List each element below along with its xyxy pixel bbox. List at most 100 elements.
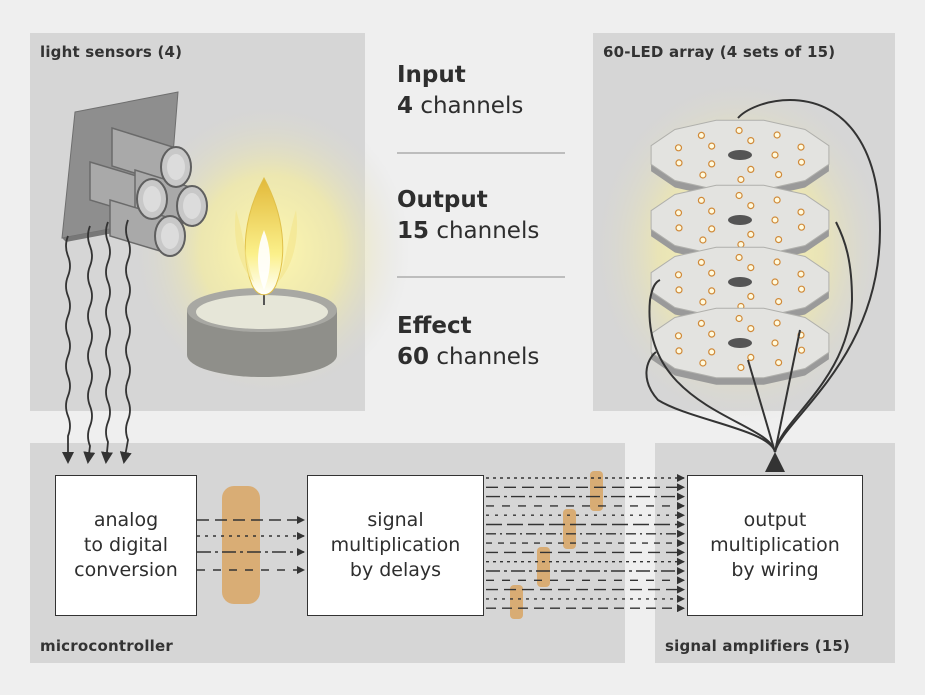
led: [797, 223, 806, 231]
led: [699, 359, 707, 367]
led: [774, 359, 783, 367]
led: [747, 325, 755, 333]
led: [735, 314, 743, 323]
sensors-panel-label: light sensors (4): [40, 43, 183, 61]
led: [797, 346, 806, 354]
delay-to-wiring-signals: [486, 474, 685, 613]
led: [797, 143, 805, 151]
led: [675, 224, 683, 232]
led: [737, 175, 745, 184]
led: [735, 126, 743, 135]
stat-input: Input 4 channels: [397, 60, 523, 122]
led: [697, 131, 706, 139]
led: [708, 207, 716, 215]
adc-to-delay-signals: [197, 516, 305, 574]
led: [699, 298, 707, 306]
stat-value: 60 channels: [397, 341, 539, 373]
led: [774, 298, 783, 306]
stat-value: 15 channels: [397, 215, 539, 247]
led-board-chip: [728, 338, 752, 348]
wiring-box: output multiplication by wiring: [687, 475, 863, 616]
stat-output: Output 15 channels: [397, 185, 539, 247]
led: [697, 319, 706, 327]
led: [697, 258, 706, 266]
delay-box: signal multiplication by delays: [307, 475, 484, 616]
microcontroller-panel-label: microcontroller: [40, 637, 173, 655]
led: [735, 191, 743, 200]
led: [747, 230, 755, 238]
candle-illustration: [130, 100, 410, 400]
led-board-chip: [728, 277, 752, 287]
led: [771, 278, 779, 286]
led: [773, 196, 781, 204]
adc-box: analog to digital conversion: [55, 475, 197, 616]
stat-number: 4: [397, 93, 414, 119]
amplifier-wires: [645, 98, 882, 472]
led: [674, 271, 683, 279]
stat-unit: channels: [420, 93, 524, 119]
led: [674, 209, 683, 217]
stat-unit: channels: [436, 218, 540, 244]
led: [708, 287, 716, 295]
divider: [397, 152, 565, 154]
led: [747, 353, 755, 361]
stat-title: Output: [397, 187, 488, 213]
led: [797, 208, 805, 216]
led: [747, 137, 755, 145]
led: [771, 339, 779, 347]
led: [674, 332, 683, 340]
stat-number: 15: [397, 218, 430, 244]
led: [699, 171, 707, 179]
wiring-line: by wiring: [731, 559, 819, 581]
led-board-chip: [728, 150, 752, 160]
led: [773, 319, 781, 327]
led: [747, 264, 755, 272]
wiring-line: multiplication: [710, 534, 840, 556]
adc-line: conversion: [74, 559, 178, 581]
divider: [397, 276, 565, 278]
led: [674, 144, 683, 152]
led: [774, 236, 783, 244]
led: [774, 171, 783, 179]
led: [797, 158, 806, 166]
adc-line: analog: [93, 509, 159, 531]
stat-title: Input: [397, 62, 466, 88]
led: [675, 159, 683, 167]
delay-line: signal: [367, 509, 424, 531]
led: [708, 348, 716, 356]
led: [747, 202, 755, 210]
led: [735, 253, 743, 262]
stat-unit: channels: [436, 344, 540, 370]
led: [675, 286, 683, 294]
stat-effect: Effect 60 channels: [397, 311, 539, 373]
led: [708, 269, 716, 277]
stat-number: 60: [397, 344, 430, 370]
wiring-line: output: [743, 509, 807, 531]
led: [771, 216, 779, 224]
led: [773, 131, 781, 139]
led: [797, 285, 806, 293]
led: [708, 225, 716, 233]
led: [708, 160, 716, 168]
channel-highlights: [222, 471, 603, 619]
adc-line: to digital: [83, 534, 169, 556]
led: [737, 240, 745, 249]
led-board-chip: [728, 215, 752, 225]
led: [708, 142, 716, 150]
delay-line: by delays: [349, 559, 442, 581]
amplifiers-panel-label: signal amplifiers (15): [665, 637, 851, 655]
led: [771, 151, 779, 159]
led: [797, 270, 805, 278]
led: [737, 363, 745, 372]
delay-line: multiplication: [330, 534, 461, 556]
light-sensors-illustration: [61, 91, 208, 257]
led: [675, 347, 683, 355]
stat-title: Effect: [397, 313, 472, 339]
stat-value: 4 channels: [397, 90, 523, 122]
led: [773, 258, 781, 266]
led-panel-label: 60-LED array (4 sets of 15): [603, 43, 836, 61]
led-array-illustration: [590, 75, 890, 425]
led: [747, 165, 755, 173]
